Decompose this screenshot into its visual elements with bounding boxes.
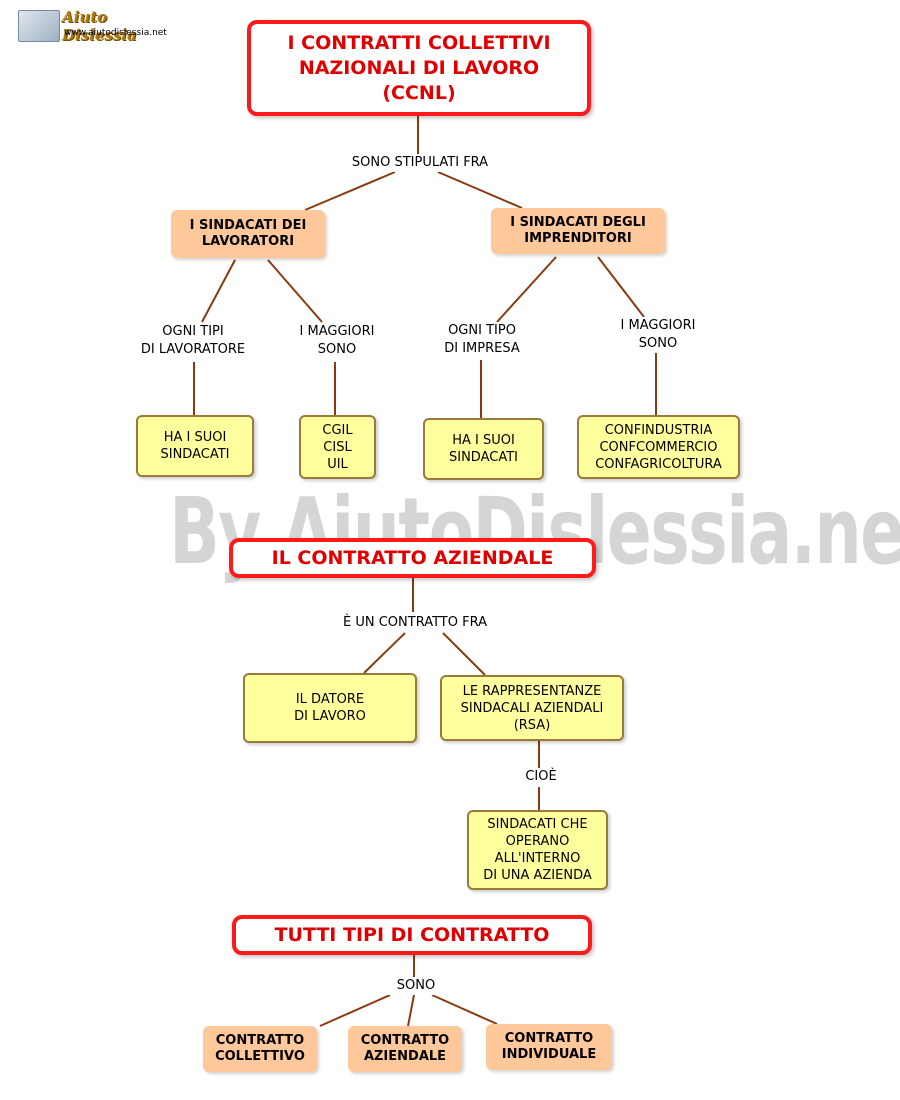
node-ha-suoi-sindacati-2: HA I SUOI SINDACATI: [423, 418, 544, 480]
label-contratto-fra: È UN CONTRATTO FRA: [328, 614, 502, 632]
label-sono-stipulati-fra: SONO STIPULATI FRA: [333, 154, 507, 172]
node-sindacati-operano: SINDACATI CHE OPERANO ALL'INTERNO DI UNA…: [467, 810, 608, 890]
aiutodislessia-logo: Aiuto Dislessia www.aiutodislessia.net: [18, 8, 178, 44]
aziendale-title: IL CONTRATTO AZIENDALE: [229, 538, 596, 578]
label-ogni-tipo-impresa: OGNI TIPO DI IMPRESA: [430, 322, 534, 358]
ccnl-title: I CONTRATTI COLLETTIVI NAZIONALI DI LAVO…: [247, 20, 591, 116]
book-icon: [18, 10, 60, 42]
node-datore-lavoro: IL DATORE DI LAVORO: [243, 673, 417, 743]
logo-url: www.aiutodislessia.net: [64, 28, 167, 38]
node-contratto-individuale: CONTRATTO INDIVIDUALE: [486, 1024, 612, 1070]
label-cioe: CIOÈ: [512, 768, 570, 786]
label-maggiori-sono-2: I MAGGIORI SONO: [606, 317, 710, 353]
node-sindacati-imprenditori: I SINDACATI DEGLI IMPRENDITORI: [491, 208, 665, 254]
label-ogni-tipi-lavoratore: OGNI TIPI DI LAVORATORE: [128, 323, 258, 359]
logo-name: Aiuto Dislessia: [62, 8, 137, 44]
node-contratto-aziendale: CONTRATTO AZIENDALE: [348, 1026, 462, 1072]
label-maggiori-sono-1: I MAGGIORI SONO: [285, 323, 389, 359]
node-ha-suoi-sindacati-1: HA I SUOI SINDACATI: [136, 415, 254, 477]
node-contratto-collettivo: CONTRATTO COLLETTIVO: [203, 1026, 317, 1072]
node-rsa: LE RAPPRESENTANZE SINDACALI AZIENDALI (R…: [440, 675, 624, 741]
node-cgil-cisl-uil: CGIL CISL UIL: [299, 415, 376, 479]
node-sindacati-lavoratori: I SINDACATI DEI LAVORATORI: [171, 210, 325, 258]
tutti-tipi-title: TUTTI TIPI DI CONTRATTO: [232, 915, 592, 955]
label-sono: SONO: [386, 977, 446, 995]
node-confindustria: CONFINDUSTRIA CONFCOMMERCIO CONFAGRICOLT…: [577, 415, 740, 479]
